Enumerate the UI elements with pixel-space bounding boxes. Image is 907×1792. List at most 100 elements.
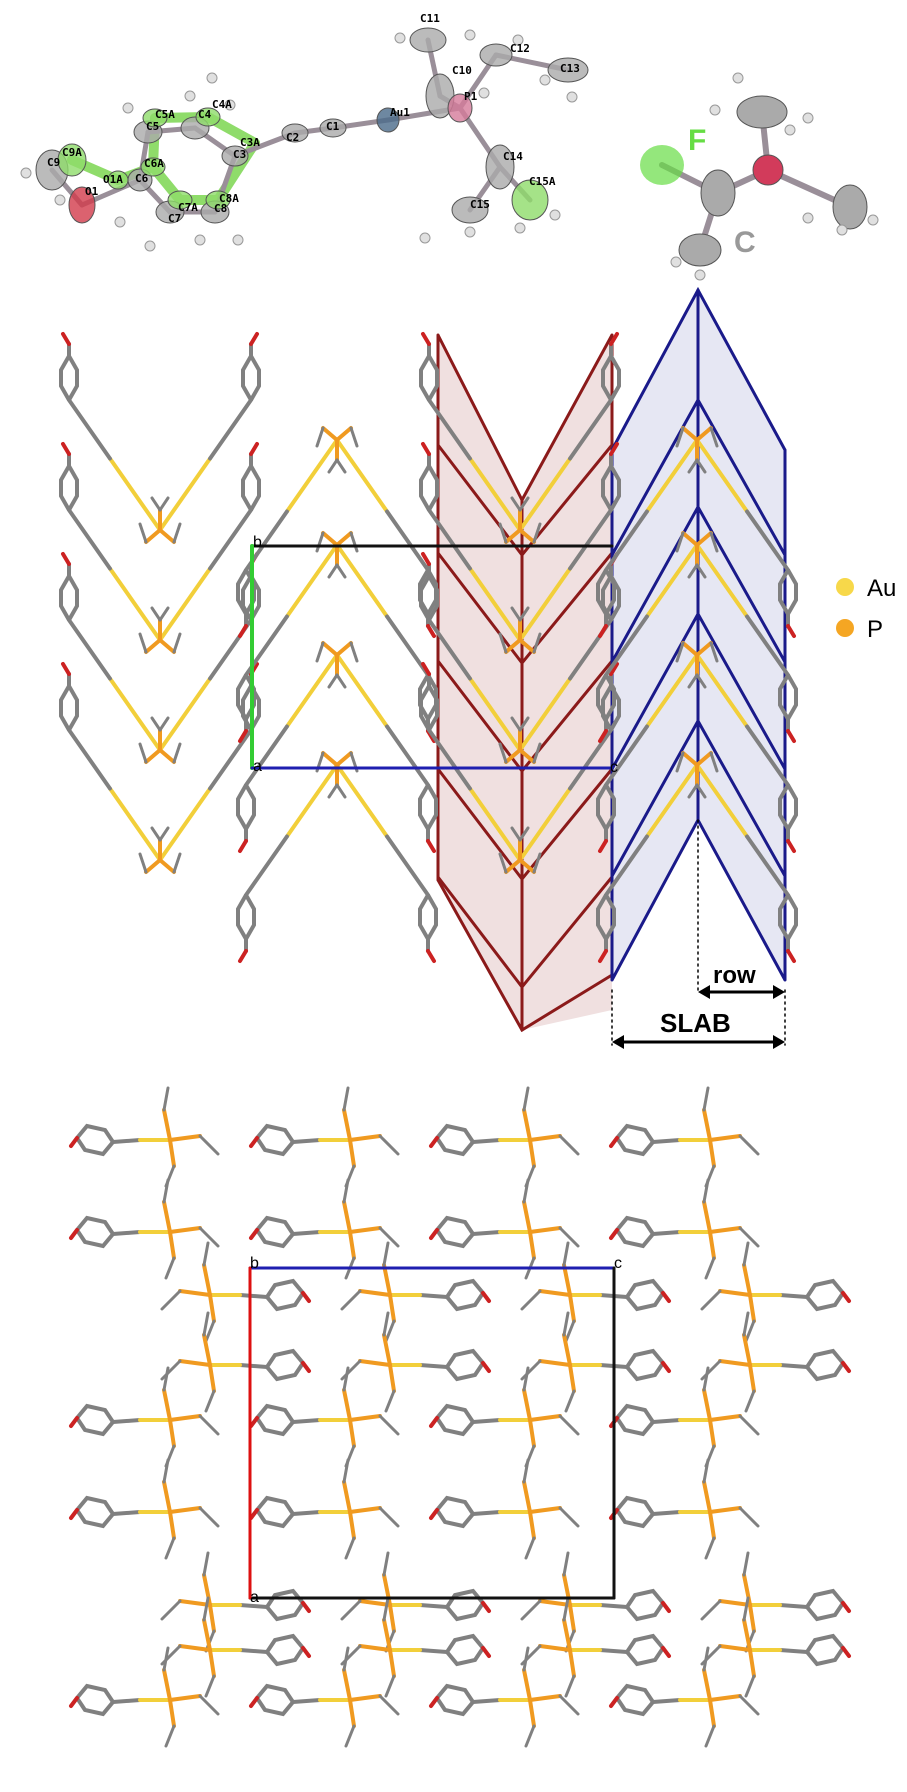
p-bond	[742, 1263, 752, 1297]
oxygen-bond	[661, 1291, 671, 1303]
p-bond	[702, 1668, 712, 1702]
c-bond	[418, 1603, 449, 1609]
phenyl-ring	[255, 1403, 296, 1437]
ethyl-bond	[340, 1289, 362, 1311]
phenyl-ring	[624, 1278, 665, 1312]
p-bond	[208, 1603, 216, 1633]
phenyl-ring	[435, 1215, 476, 1249]
ethyl-bond	[562, 1551, 570, 1577]
oxygen-bond	[429, 1696, 439, 1708]
ethyl-bond	[687, 458, 699, 474]
ethyl-bond	[675, 751, 685, 773]
ethyl-bond	[709, 426, 719, 448]
phenyl-ring	[615, 1215, 656, 1249]
ethyl-bond	[378, 1414, 400, 1436]
oxygen-bond	[61, 442, 71, 456]
oxygen-bond	[841, 1601, 851, 1613]
p-bond	[168, 1414, 202, 1422]
phenyl-ring	[236, 784, 256, 834]
legend-p-label: P	[867, 616, 883, 643]
p-bond	[382, 1263, 392, 1297]
phenyl-ring	[241, 351, 261, 401]
oxygen-bond	[426, 839, 436, 853]
phenyl-ring	[435, 1403, 476, 1437]
p-bond	[518, 528, 536, 544]
p-bond	[681, 426, 699, 442]
p-bond	[748, 1603, 756, 1633]
ethyl-bond	[675, 531, 685, 553]
oxygen-bond	[238, 624, 248, 638]
c-bond	[745, 724, 790, 787]
red-slab-chevron	[436, 552, 614, 666]
oxygen-bond	[61, 332, 71, 346]
ethyl-bond	[524, 1724, 536, 1748]
phenyl-ring	[241, 461, 261, 511]
oxygen-bond	[421, 442, 431, 456]
au-bond	[158, 456, 213, 532]
p-bond	[335, 641, 353, 657]
phenyl-ring	[264, 1348, 305, 1382]
key-molecule-fragment	[640, 72, 879, 281]
oxygen-bond	[426, 624, 436, 638]
hydrogen-atom	[419, 232, 431, 244]
p-bond	[718, 1359, 752, 1367]
oxygen-bond	[786, 839, 796, 853]
c-bond	[111, 1138, 142, 1144]
ethyl-bond	[742, 1311, 750, 1337]
p-bond	[144, 638, 162, 654]
oxygen-bond	[661, 1601, 671, 1613]
carbon-ellipsoid	[832, 184, 868, 230]
p-bond	[348, 1230, 356, 1260]
ethyl-bond	[340, 1599, 362, 1621]
au-bond	[467, 456, 522, 532]
p-bond	[538, 1644, 572, 1652]
p-bond	[178, 1599, 212, 1607]
atom-ellipsoid	[511, 179, 549, 221]
oxygen-bond	[61, 552, 71, 566]
p-bond	[358, 1359, 392, 1367]
hydrogen-atom	[539, 74, 551, 86]
fluorine-ellipsoid	[640, 145, 684, 185]
ethyl-bond	[160, 1289, 182, 1311]
p-bond	[321, 531, 339, 547]
p-bond	[348, 1506, 382, 1514]
ethyl-bond	[520, 1359, 542, 1381]
ethyl-bond	[520, 1599, 542, 1621]
oxygen-bond	[61, 662, 71, 676]
ethyl-bond	[164, 1724, 176, 1748]
p-bond	[358, 1599, 392, 1607]
oxygen-bond	[609, 1228, 619, 1240]
slab-label: SLAB	[660, 1008, 731, 1038]
ethyl-bond	[532, 852, 542, 874]
ethyl-bond	[510, 826, 522, 842]
p-bond	[528, 1418, 536, 1448]
c-bond	[418, 1648, 449, 1654]
au-bond	[158, 786, 213, 862]
oxygen-bond	[429, 1508, 439, 1520]
phenyl-ring	[75, 1403, 116, 1437]
ethyl-bond	[687, 783, 699, 799]
ethyl-bond	[700, 1289, 722, 1311]
ethyl-bond	[202, 1596, 210, 1622]
atom-label-c11: C11	[420, 12, 440, 25]
oxygen-bond	[301, 1291, 311, 1303]
hydrogen-atom	[512, 34, 524, 46]
ethyl-bond	[744, 1389, 756, 1413]
ethyl-bond	[738, 1414, 760, 1436]
p-bond	[718, 1644, 752, 1652]
hydrogen-atom	[694, 269, 706, 281]
bottom-packing-panel: b c a	[69, 1086, 851, 1748]
p-bond	[342, 1388, 352, 1422]
arrow-head	[612, 1035, 624, 1049]
atom-label-c12: C12	[510, 42, 530, 55]
p-bond	[388, 1648, 396, 1678]
phenyl-ring	[444, 1278, 485, 1312]
phenyl-ring	[255, 1123, 296, 1157]
atom-label-c10: C10	[452, 64, 472, 77]
oxygen-bond	[301, 1361, 311, 1373]
atom-label-o1a: O1A	[103, 173, 123, 186]
p-bond	[528, 1694, 562, 1702]
ethyl-bond	[744, 1319, 756, 1343]
ethyl-bond	[164, 1536, 176, 1560]
atom-ellipsoid	[547, 57, 589, 83]
